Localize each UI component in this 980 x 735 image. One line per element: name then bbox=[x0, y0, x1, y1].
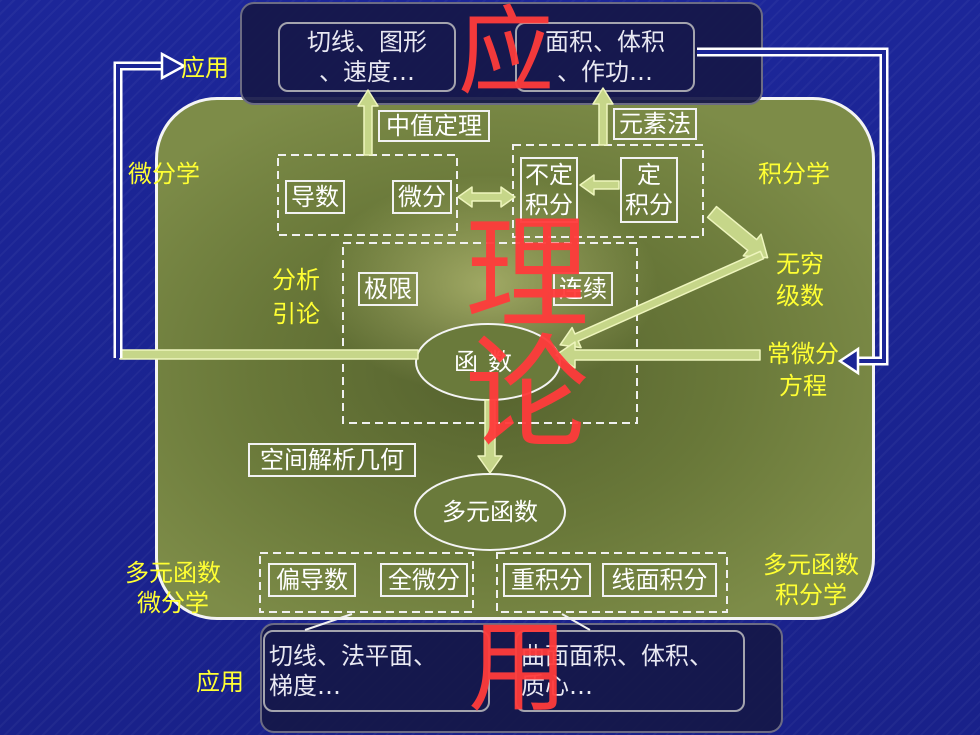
label-line: 常微分 bbox=[767, 340, 839, 368]
line-function-to-left bbox=[119, 349, 419, 360]
box-limit: 极限 bbox=[358, 272, 418, 306]
callout-line-right bbox=[561, 613, 591, 631]
box-line: 面积、体积 bbox=[545, 28, 665, 56]
label-infinite-series: 无穷 级数 bbox=[772, 248, 828, 312]
box-line: 、作功… bbox=[557, 58, 653, 86]
box-line: 、速度… bbox=[319, 58, 415, 86]
function-label: 函数 bbox=[454, 348, 522, 376]
label-line: 分析 bbox=[272, 266, 320, 294]
box-total-differential: 全微分 bbox=[380, 563, 468, 597]
label-line: 方程 bbox=[779, 372, 827, 400]
box-derivative: 导数 bbox=[285, 180, 345, 214]
box-line: 梯度… bbox=[269, 672, 341, 700]
label-analysis-intro: 分析 引论 bbox=[268, 263, 324, 331]
label-line: 积分学 bbox=[775, 581, 847, 609]
box-analytic-geometry: 空间解析几何 bbox=[248, 443, 416, 477]
group-analysis bbox=[342, 242, 638, 424]
callout-line-left bbox=[304, 613, 353, 631]
single-var-diff-applications-box: 切线、图形 、速度… bbox=[278, 22, 456, 92]
box-differential: 微分 bbox=[392, 180, 452, 214]
arrow-function-to-multivariate bbox=[477, 399, 503, 474]
group-multivar-integral bbox=[496, 552, 728, 613]
outline-left bbox=[113, 61, 162, 358]
big-char-ying: 应 bbox=[458, 0, 554, 108]
box-mean-value-theorem: 中值定理 bbox=[378, 110, 490, 142]
arrowhead-to-ode bbox=[837, 346, 860, 376]
arrow-definite-to-indefinite bbox=[579, 174, 620, 196]
multivar-int-applications-box: 曲面面积、体积、 质心… bbox=[515, 630, 745, 712]
label-line: 引论 bbox=[272, 300, 320, 328]
box-line: 切线、图形 bbox=[307, 28, 427, 56]
box-line: 积分 bbox=[525, 191, 573, 219]
big-char-lun: 论 bbox=[465, 323, 590, 467]
label-line: 多元函数 bbox=[125, 559, 221, 587]
label-integral-calculus: 积分学 bbox=[758, 160, 830, 188]
single-var-int-applications-box: 面积、体积 、作功… bbox=[515, 22, 695, 92]
label-line: 无穷 bbox=[776, 250, 824, 278]
group-integral bbox=[512, 144, 704, 238]
label-multivar-differential: 多元函数 微分学 bbox=[118, 558, 228, 618]
box-line: 定 bbox=[637, 161, 661, 189]
label-top-application: 应用 bbox=[181, 54, 229, 82]
multivariate-function-label: 多元函数 bbox=[442, 498, 538, 526]
arrow-series-to-function bbox=[559, 250, 765, 349]
box-element-method: 元素法 bbox=[613, 108, 697, 140]
application-panel-top bbox=[240, 2, 763, 105]
arrow-ode-to-function bbox=[555, 341, 761, 369]
label-ode: 常微分 方程 bbox=[762, 338, 844, 402]
box-continuity: 连续 bbox=[553, 272, 613, 306]
arrow-diff-int-double bbox=[457, 186, 516, 208]
group-multivar-differential bbox=[259, 552, 474, 613]
box-line: 曲面面积、体积、 bbox=[521, 642, 713, 670]
box-line: 不定 bbox=[525, 161, 573, 189]
big-char-yong: 用 bbox=[468, 609, 568, 726]
label-line: 微分学 bbox=[137, 589, 209, 617]
box-line-surface-integral: 线面积分 bbox=[602, 563, 717, 597]
box-partial-derivative: 偏导数 bbox=[268, 563, 356, 597]
label-bottom-application: 应用 bbox=[196, 668, 244, 696]
big-char-li: 理 bbox=[465, 203, 590, 347]
box-line: 积分 bbox=[625, 191, 673, 219]
application-panel-bottom bbox=[260, 623, 783, 733]
multivar-diff-applications-box: 切线、法平面、 梯度… bbox=[263, 630, 490, 712]
arrowhead-to-top-application bbox=[160, 51, 187, 81]
label-line: 多元函数 bbox=[763, 551, 859, 579]
arrow-integral-to-series bbox=[706, 205, 769, 259]
arrow-element-method-up bbox=[592, 87, 614, 146]
box-definite-integral: 定 积分 bbox=[620, 157, 678, 223]
multivariate-function-ellipse bbox=[414, 473, 566, 551]
label-differential-calculus: 微分学 bbox=[128, 160, 200, 188]
label-multivar-integral: 多元函数 积分学 bbox=[756, 550, 866, 610]
box-multiple-integral: 重积分 bbox=[503, 563, 591, 597]
label-line: 级数 bbox=[776, 282, 824, 310]
box-line: 质心… bbox=[521, 672, 593, 700]
box-line: 切线、法平面、 bbox=[269, 642, 437, 670]
box-indefinite-integral: 不定 积分 bbox=[520, 157, 578, 223]
outline-right bbox=[697, 47, 889, 366]
arrow-mean-value-up bbox=[357, 89, 379, 156]
